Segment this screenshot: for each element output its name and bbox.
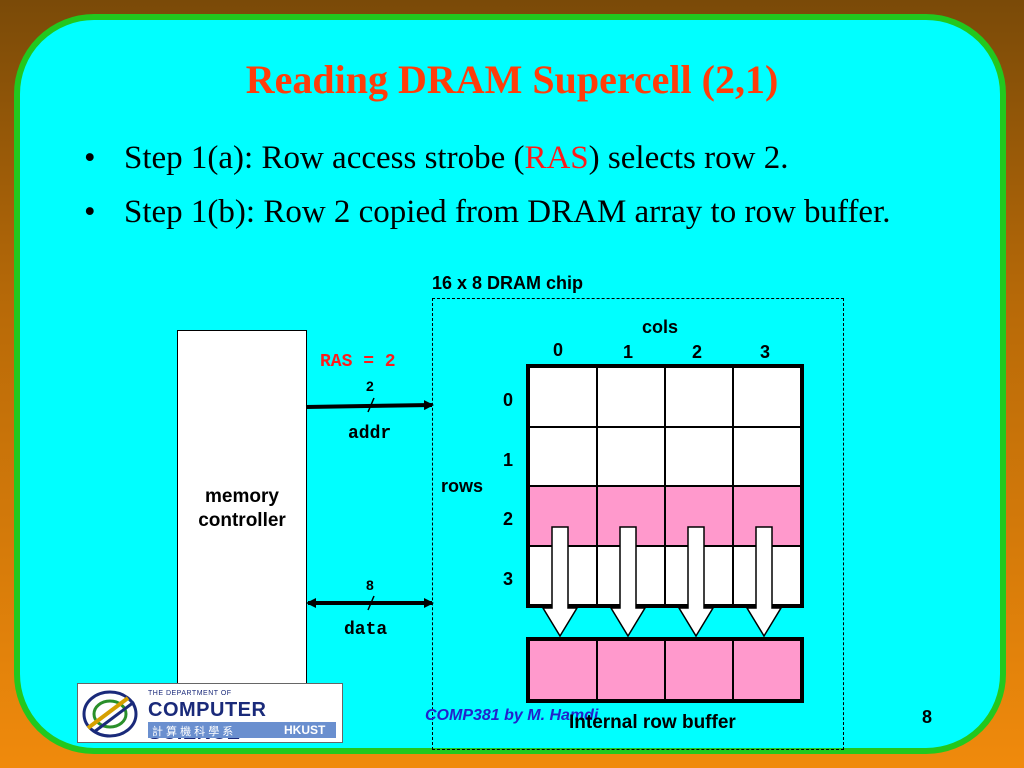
buffer-cell xyxy=(665,640,733,700)
supercell xyxy=(529,367,597,427)
chip-label: 16 x 8 DRAM chip xyxy=(432,273,584,293)
addr-label: addr xyxy=(348,424,392,444)
buffer-cell xyxy=(529,640,597,700)
supercell xyxy=(665,367,733,427)
row-buffer-label: Internal row buffer xyxy=(569,712,736,733)
row-copy-arrows xyxy=(541,526,783,638)
logo-bar xyxy=(148,722,336,738)
logo-school: HKUST xyxy=(284,723,326,737)
data-width: 8 xyxy=(366,577,374,593)
footer-course: COMP381 by M. Hamdi xyxy=(425,707,599,724)
addr-bus-slash xyxy=(367,397,375,413)
ras-highlight: RAS xyxy=(524,140,589,176)
addr-width: 2 xyxy=(366,378,374,394)
row-index-2: 2 xyxy=(503,509,514,529)
row-index-1: 1 xyxy=(503,450,514,470)
logo-top-line: THE DEPARTMENT OF xyxy=(148,690,232,697)
bullet-item: • Step 1(a): Row access strobe (RAS) sel… xyxy=(84,138,964,178)
bullet-marker: • xyxy=(84,140,96,176)
internal-row-buffer xyxy=(526,637,804,703)
col-index-1: 1 xyxy=(623,342,634,362)
col-index-0: 0 xyxy=(553,340,564,360)
col-index-2: 2 xyxy=(692,342,703,362)
copy-arrow xyxy=(745,526,783,638)
hkust-emblem-icon xyxy=(82,690,138,738)
col-index-3: 3 xyxy=(760,342,771,362)
page-number: 8 xyxy=(922,707,933,727)
supercell xyxy=(529,426,597,486)
memory-controller-label-line2: controller xyxy=(198,510,286,531)
row-index-0: 0 xyxy=(503,390,514,410)
supercell xyxy=(597,426,665,486)
buffer-cell xyxy=(733,640,801,700)
data-label: data xyxy=(344,620,388,640)
rows-label: rows xyxy=(441,476,484,496)
buffer-cell xyxy=(597,640,665,700)
bullet-text-after: ) selects row 2. xyxy=(588,140,789,176)
cols-label: cols xyxy=(642,317,679,337)
row-index-3: 3 xyxy=(503,569,514,589)
slide-title: Reading DRAM Supercell (2,1) xyxy=(245,57,779,102)
dram-chip-boundary xyxy=(432,298,844,750)
copy-arrow xyxy=(541,526,579,638)
bullet-item: • Step 1(b): Row 2 copied from DRAM arra… xyxy=(84,192,964,232)
data-bus-slash xyxy=(367,595,375,611)
copy-arrow xyxy=(609,526,647,638)
bullet-list: • Step 1(a): Row access strobe (RAS) sel… xyxy=(84,138,964,246)
supercell xyxy=(597,367,665,427)
bullet-text: Step 1(b): Row 2 copied from DRAM array … xyxy=(124,194,891,230)
bullet-text-before: Step 1(a): Row access strobe ( xyxy=(124,140,525,176)
department-logo: THE DEPARTMENT OF COMPUTER SCIENCE 計 算 機… xyxy=(77,683,343,743)
ras-label: RAS = 2 xyxy=(320,352,396,372)
memory-controller: memory controller xyxy=(177,330,307,688)
supercell xyxy=(733,426,801,486)
supercell xyxy=(733,367,801,427)
memory-controller-label-line1: memory xyxy=(205,486,279,507)
bullet-marker: • xyxy=(84,194,96,230)
logo-chinese: 計 算 機 科 學 系 xyxy=(152,726,234,738)
addr-bus-arrow xyxy=(305,400,434,411)
copy-arrow xyxy=(677,526,715,638)
supercell xyxy=(665,426,733,486)
